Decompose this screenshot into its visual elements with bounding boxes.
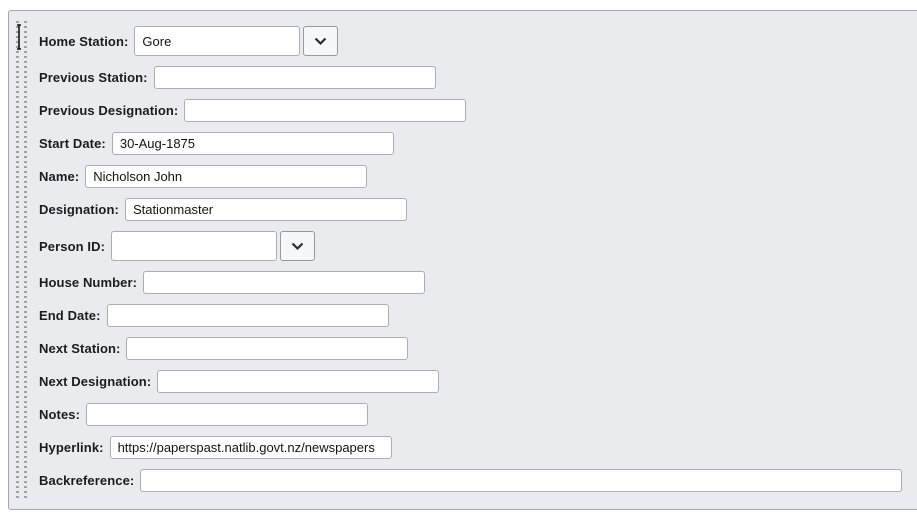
designation-input[interactable] bbox=[124, 198, 407, 221]
chevron-down-icon bbox=[291, 242, 304, 250]
person-id-input[interactable] bbox=[111, 231, 278, 261]
fields-container: Home Station: Previous Station: Previous… bbox=[39, 11, 917, 492]
person-id-dropdown-button[interactable] bbox=[280, 231, 316, 261]
start-date-row: Start Date: bbox=[39, 132, 917, 155]
home-station-dropdown-button[interactable] bbox=[303, 26, 339, 56]
text-cursor-icon bbox=[17, 24, 21, 50]
previous-designation-row: Previous Designation: bbox=[39, 99, 917, 122]
notes-input[interactable] bbox=[86, 403, 369, 426]
start-date-label: Start Date: bbox=[39, 136, 106, 151]
notes-row: Notes: bbox=[39, 403, 917, 426]
home-station-input[interactable] bbox=[134, 26, 301, 56]
previous-station-input[interactable] bbox=[153, 66, 436, 89]
notes-label: Notes: bbox=[39, 407, 81, 422]
designation-label: Designation: bbox=[39, 202, 119, 217]
end-date-row: End Date: bbox=[39, 304, 917, 327]
home-station-row: Home Station: bbox=[39, 26, 917, 56]
next-station-label: Next Station: bbox=[39, 341, 121, 356]
house-number-label: House Number: bbox=[39, 275, 138, 290]
station-record-form-panel: Home Station: Previous Station: Previous… bbox=[8, 10, 917, 510]
next-station-input[interactable] bbox=[126, 337, 409, 360]
previous-station-row: Previous Station: bbox=[39, 66, 917, 89]
designation-row: Designation: bbox=[39, 198, 917, 221]
previous-designation-input[interactable] bbox=[184, 99, 467, 122]
end-date-label: End Date: bbox=[39, 308, 101, 323]
home-station-label: Home Station: bbox=[39, 33, 129, 49]
start-date-input[interactable] bbox=[111, 132, 394, 155]
hyperlink-label: Hyperlink: bbox=[39, 440, 104, 455]
next-designation-row: Next Designation: bbox=[39, 370, 917, 393]
next-designation-input[interactable] bbox=[157, 370, 440, 393]
backreference-row: Backreference: bbox=[39, 469, 917, 492]
previous-designation-label: Previous Designation: bbox=[39, 103, 179, 118]
next-station-row: Next Station: bbox=[39, 337, 917, 360]
name-row: Name: bbox=[39, 165, 917, 188]
hyperlink-input[interactable] bbox=[109, 436, 392, 459]
chevron-down-icon bbox=[315, 37, 327, 45]
next-designation-label: Next Designation: bbox=[39, 374, 152, 389]
house-number-row: House Number: bbox=[39, 271, 917, 294]
hyperlink-row: Hyperlink: bbox=[39, 436, 917, 459]
house-number-input[interactable] bbox=[143, 271, 426, 294]
person-id-row: Person ID: bbox=[39, 231, 917, 261]
person-id-label: Person ID: bbox=[39, 238, 106, 254]
drag-handle[interactable] bbox=[15, 21, 35, 501]
end-date-input[interactable] bbox=[106, 304, 389, 327]
backreference-label: Backreference: bbox=[39, 473, 135, 488]
name-input[interactable] bbox=[85, 165, 368, 188]
backreference-input[interactable] bbox=[140, 469, 903, 492]
name-label: Name: bbox=[39, 169, 80, 184]
previous-station-label: Previous Station: bbox=[39, 70, 148, 85]
